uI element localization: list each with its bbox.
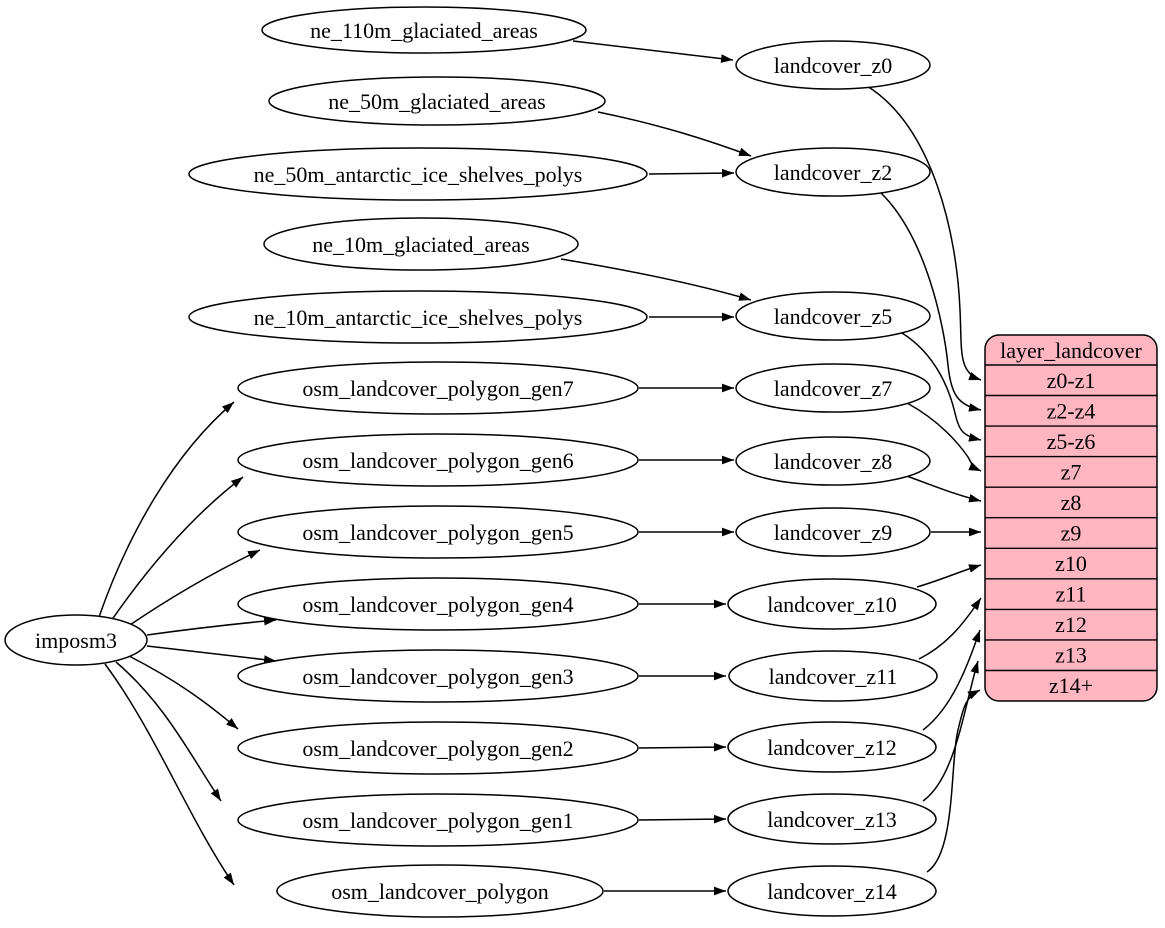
node-landcover-z8-label: landcover_z8 — [774, 449, 893, 474]
node-landcover-z12: landcover_z12 — [727, 721, 937, 773]
node-landcover-z7-label: landcover_z7 — [774, 376, 893, 401]
node-osm-landcover-polygon-gen1-label: osm_landcover_polygon_gen1 — [302, 808, 573, 833]
edge-imposm3-gen1 — [115, 661, 222, 802]
node-ne-10m-antarctic-ice-shelves-polys: ne_10m_antarctic_ice_shelves_polys — [188, 290, 648, 344]
node-ne-10m-antarctic-ice-shelves-polys-label: ne_10m_antarctic_ice_shelves_polys — [254, 305, 583, 330]
node-landcover-z9: landcover_z9 — [735, 507, 931, 557]
node-osm-landcover-polygon-gen4-label: osm_landcover_polygon_gen4 — [302, 592, 573, 617]
node-osm-landcover-polygon-gen5-label: osm_landcover_polygon_gen5 — [302, 520, 573, 545]
node-ne-50m-antarctic-ice-shelves-polys-label: ne_50m_antarctic_ice_shelves_polys — [254, 162, 583, 187]
node-osm-landcover-polygon-gen1: osm_landcover_polygon_gen1 — [237, 793, 639, 847]
edge-imposm3-gen7 — [98, 401, 235, 618]
node-osm-landcover-polygon-gen6: osm_landcover_polygon_gen6 — [237, 433, 639, 487]
node-ne-50m-antarctic-ice-shelves-polys: ne_50m_antarctic_ice_shelves_polys — [188, 147, 648, 201]
node-landcover-z8: landcover_z8 — [735, 436, 931, 486]
node-landcover-z11: landcover_z11 — [728, 650, 938, 702]
table-row-z0-z1: z0-z1 — [1047, 368, 1096, 393]
table-row-z7: z7 — [1061, 460, 1082, 485]
table-row-z2-z4: z2-z4 — [1047, 399, 1096, 424]
node-osm-landcover-polygon-gen6-label: osm_landcover_polygon_gen6 — [302, 448, 573, 473]
table-row-z9: z9 — [1061, 521, 1082, 546]
table-row-z5-z6: z5-z6 — [1047, 429, 1096, 454]
node-landcover-z13-label: landcover_z13 — [767, 807, 897, 832]
node-landcover-z2-label: landcover_z2 — [774, 160, 893, 185]
table-title: layer_landcover — [1000, 338, 1142, 363]
edge-ne10m-glaciated-z5 — [560, 258, 752, 301]
edge-imposm3-gen5 — [123, 549, 261, 630]
edge-gen2-z12 — [638, 742, 727, 752]
node-landcover-z7: landcover_z7 — [735, 363, 931, 413]
node-landcover-z5: landcover_z5 — [735, 291, 931, 341]
edge-z14-row — [926, 689, 981, 873]
node-landcover-z0: landcover_z0 — [735, 40, 931, 90]
node-ne-10m-glaciated-areas-label: ne_10m_glaciated_areas — [312, 232, 529, 257]
node-osm-landcover-polygon-label: osm_landcover_polygon — [331, 879, 549, 904]
table-row-z12: z12 — [1055, 612, 1087, 637]
table-layer-landcover: layer_landcover z0-z1 z2-z4 z5-z6 z7 z8 … — [984, 334, 1158, 702]
edge-gen1-z13 — [638, 814, 727, 824]
edge-z0-row — [866, 85, 982, 381]
node-osm-landcover-polygon-gen2: osm_landcover_polygon_gen2 — [237, 721, 639, 775]
edge-imposm3-gen6 — [110, 476, 244, 622]
table-row-z11: z11 — [1056, 582, 1087, 607]
node-landcover-z0-label: landcover_z0 — [774, 53, 893, 78]
node-landcover-z10-label: landcover_z10 — [767, 592, 897, 617]
table-row-z14plus: z14+ — [1049, 673, 1093, 698]
edge-group — [98, 40, 982, 896]
node-ne-50m-glaciated-areas: ne_50m_glaciated_areas — [268, 76, 606, 126]
node-landcover-z14-label: landcover_z14 — [767, 879, 897, 904]
node-osm-landcover-polygon-gen2-label: osm_landcover_polygon_gen2 — [302, 736, 573, 761]
node-osm-landcover-polygon-gen3-label: osm_landcover_polygon_gen3 — [302, 664, 573, 689]
edge-z11-row — [918, 597, 982, 660]
edge-z12-row — [922, 629, 981, 731]
edge-z2-row — [880, 192, 982, 412]
edge-imposm3-gen3 — [146, 645, 277, 664]
node-osm-landcover-polygon-gen7-label: osm_landcover_polygon_gen7 — [302, 376, 573, 401]
node-osm-landcover-polygon: osm_landcover_polygon — [276, 864, 604, 918]
node-landcover-z13: landcover_z13 — [727, 793, 937, 845]
node-landcover-z10: landcover_z10 — [727, 578, 937, 630]
node-osm-landcover-polygon-gen3: osm_landcover_polygon_gen3 — [237, 649, 639, 703]
edge-ne110m-z0 — [572, 40, 734, 63]
table-row-z13: z13 — [1055, 643, 1087, 668]
node-ne-50m-glaciated-areas-label: ne_50m_glaciated_areas — [328, 89, 545, 114]
edge-imposm3-gen2 — [128, 655, 239, 730]
table-row-z10: z10 — [1055, 551, 1087, 576]
node-landcover-z11-label: landcover_z11 — [769, 664, 898, 689]
table-row-z8: z8 — [1061, 490, 1082, 515]
node-osm-landcover-polygon-gen5: osm_landcover_polygon_gen5 — [237, 505, 639, 559]
edge-z10-row — [916, 564, 982, 588]
node-ne-110m-glaciated-areas-label: ne_110m_glaciated_areas — [310, 18, 538, 43]
node-landcover-z2: landcover_z2 — [735, 147, 931, 197]
node-landcover-z12-label: landcover_z12 — [767, 735, 897, 760]
edge-z7-row — [906, 402, 982, 472]
node-landcover-z9-label: landcover_z9 — [774, 520, 893, 545]
edge-ne50m-antarctic-z2 — [648, 168, 735, 178]
node-landcover-z5-label: landcover_z5 — [774, 304, 893, 329]
edge-z8-row — [903, 474, 982, 503]
node-landcover-z14: landcover_z14 — [727, 865, 937, 917]
edge-imposm3-polygon — [104, 663, 235, 886]
node-ne-10m-glaciated-areas: ne_10m_glaciated_areas — [263, 217, 579, 271]
edge-z5-row — [901, 332, 982, 442]
node-imposm3-label: imposm3 — [35, 628, 117, 653]
node-osm-landcover-polygon-gen4: osm_landcover_polygon_gen4 — [237, 577, 639, 631]
edge-imposm3-gen4 — [146, 616, 277, 636]
node-imposm3: imposm3 — [4, 614, 148, 666]
node-osm-landcover-polygon-gen7: osm_landcover_polygon_gen7 — [237, 361, 639, 415]
node-ne-110m-glaciated-areas: ne_110m_glaciated_areas — [261, 6, 587, 54]
edge-ne50m-glaciated-z2 — [597, 111, 752, 157]
